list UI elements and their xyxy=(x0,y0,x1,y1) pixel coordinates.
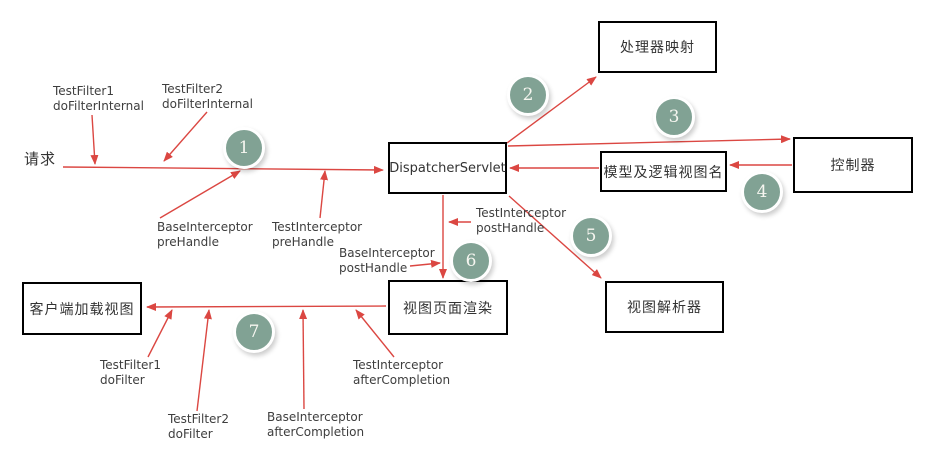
node-model-and-view-name: 模型及逻辑视图名 xyxy=(600,151,727,192)
annotation-line: BaseInterceptor xyxy=(339,246,435,260)
annotation-line: TestFilter1 xyxy=(100,358,161,372)
annotation-line: BaseInterceptor xyxy=(267,410,363,424)
annotation-line: TestFilter2 xyxy=(162,82,223,96)
flow-arrow-testfilter2-dofilterinternal-pointer xyxy=(163,111,208,162)
annotation-line: preHandle xyxy=(272,235,334,249)
flow-arrow-dispatcher-to-handler-mapping xyxy=(506,76,597,144)
flow-arrow-testfilter1-dofilterinternal-pointer xyxy=(90,114,99,165)
node-dispatcher-servlet: DispatcherServlet xyxy=(388,142,507,194)
step-badge-1: 1 xyxy=(223,127,265,169)
annotation-line: TestInterceptor xyxy=(476,206,567,220)
annotation-line: afterCompletion xyxy=(267,425,365,439)
step-badge-2: 2 xyxy=(507,74,549,116)
flow-arrow-dispatcher-to-view-resolver xyxy=(508,195,602,279)
annotation-line: postHandle xyxy=(476,221,545,235)
step-badge-7: 7 xyxy=(233,311,275,353)
annotation-line: doFilterInternal xyxy=(53,99,144,113)
node-client-load-view: 客户端加载视图 xyxy=(22,282,142,335)
node-handler-mapping: 处理器映射 xyxy=(598,21,717,73)
annotation-line: 请求 xyxy=(24,150,57,168)
annotation-line: TestFilter1 xyxy=(53,84,114,98)
flow-arrow-baseinterceptor-aftercompletion-pointer xyxy=(299,309,308,410)
flow-arrow-testfilter1-dofilter-pointer xyxy=(147,309,173,358)
annotation-line: postHandle xyxy=(339,261,408,275)
node-controller: 控制器 xyxy=(793,137,913,193)
step-badge-5: 5 xyxy=(570,215,612,257)
flow-arrow-dispatcher-to-controller xyxy=(507,135,791,147)
annotation-line: BaseInterceptor xyxy=(157,220,253,234)
flow-arrow-testinterceptor-aftercompletion-pointer xyxy=(355,309,395,358)
annotation-line: TestInterceptor xyxy=(272,220,363,234)
flow-arrow-testfilter2-dofilter-pointer xyxy=(196,309,212,412)
step-badge-3: 3 xyxy=(653,96,695,138)
step-badge-4: 4 xyxy=(741,171,783,213)
annotation-line: afterCompletion xyxy=(353,373,451,387)
node-view-resolver: 视图解析器 xyxy=(605,281,724,333)
annotation-line: TestFilter2 xyxy=(168,412,229,426)
annotation-line: preHandle xyxy=(157,235,219,249)
flow-arrow-baseinterceptor-prehandle-pointer xyxy=(159,170,241,219)
annotation-request: 请求 xyxy=(24,150,56,168)
flow-arrow-view-render-to-client xyxy=(146,302,387,311)
annotation-line: doFilter xyxy=(100,373,145,387)
step-badge-6: 6 xyxy=(450,240,492,282)
node-view-render: 视图页面渲染 xyxy=(388,280,508,335)
annotation-line: doFilterInternal xyxy=(162,97,253,111)
annotation-line: doFilter xyxy=(168,427,213,441)
flow-arrow-request-to-dispatcher xyxy=(62,165,384,174)
flow-arrow-baseinterceptor-posthandle-pointer xyxy=(409,259,441,268)
annotation-line: TestInterceptor xyxy=(353,358,444,372)
flow-arrow-testinterceptor-prehandle-pointer xyxy=(319,170,329,219)
